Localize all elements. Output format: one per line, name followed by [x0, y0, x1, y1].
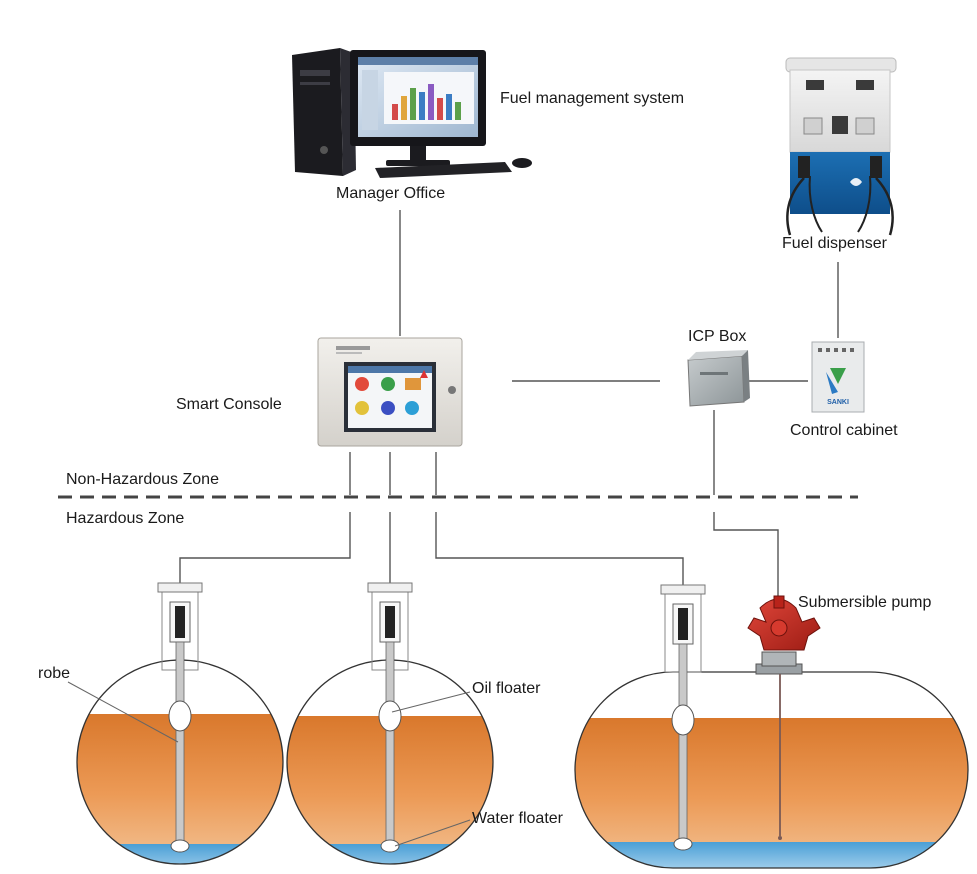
icp-box-image	[687, 350, 750, 407]
smart-console-label: Smart Console	[176, 396, 282, 413]
fuel-dispenser-label: Fuel dispenser	[782, 235, 888, 252]
probe-label: robe	[38, 665, 70, 682]
non-hazardous-zone-label: Non-Hazardous Zone	[66, 471, 219, 488]
callout-leaders	[67, 681, 471, 847]
manager-office-label: Manager Office	[336, 185, 445, 202]
cabinet-logo-text: SANKI	[827, 399, 849, 406]
submersible-pump-label: Submersible pump	[798, 594, 932, 611]
fuel-dispenser-image	[785, 57, 897, 236]
probe-1	[157, 582, 203, 853]
icp-box-label: ICP Box	[688, 328, 746, 345]
control-cabinet-image: SANKI	[811, 341, 865, 413]
control-cabinet-label: Control cabinet	[790, 422, 898, 439]
connection-lines	[179, 210, 839, 598]
tank-3	[574, 671, 969, 869]
manager-computer	[292, 48, 532, 178]
oil-floater-label: Oil floater	[472, 680, 541, 697]
fuel-management-system-label: Fuel management system	[500, 90, 684, 107]
water-floater-label: Water floater	[472, 810, 564, 827]
submersible-pump-image	[747, 595, 821, 840]
probe-2	[367, 582, 413, 853]
hazardous-zone-label: Hazardous Zone	[66, 510, 184, 527]
smart-console-image	[317, 337, 463, 447]
probe-3	[660, 584, 706, 851]
